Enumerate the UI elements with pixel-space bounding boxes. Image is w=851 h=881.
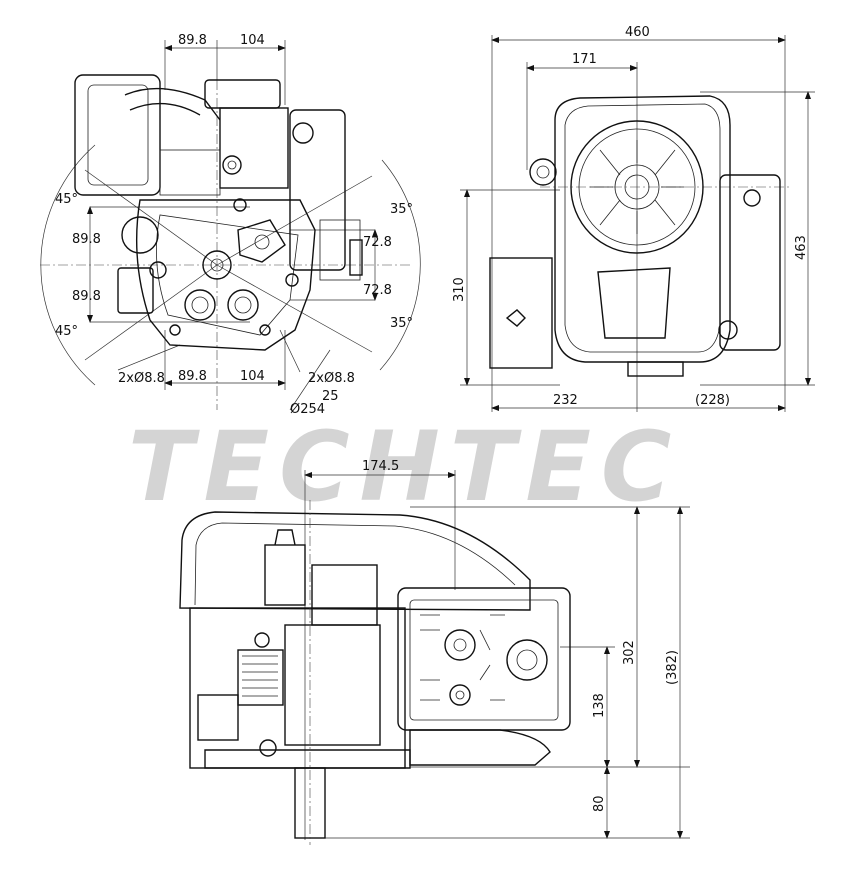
- front-bottom-dim-1: 89.8: [178, 369, 207, 384]
- side-total-height-dim: 302: [622, 640, 637, 665]
- top-width-dim: 460: [625, 25, 650, 40]
- front-bottom-dim-2: 104: [240, 369, 265, 384]
- front-left-angle-bottom: 45°: [55, 324, 78, 339]
- front-left-dim-2: 89.8: [72, 289, 101, 304]
- side-overall-height-dim: (382): [665, 650, 680, 685]
- top-offset-dim: 171: [572, 52, 597, 67]
- top-height-dim: 463: [794, 235, 809, 260]
- front-right-angle-bottom: 35°: [390, 316, 413, 331]
- side-view: 174.5 302 (382) 138 80: [179, 459, 690, 845]
- front-right-dim-2: 72.8: [363, 283, 392, 298]
- top-bottom-right-dim: (228): [695, 393, 730, 408]
- top-view: 460 171 463 310 232 (228): [452, 25, 815, 412]
- front-shaft-diameter: Ø254: [290, 402, 325, 417]
- front-view: 89.8 104 2xØ8.8 89.8 104 2xØ8.8 45° 45° …: [40, 33, 421, 417]
- front-left-dim-1: 89.8: [72, 232, 101, 247]
- front-top-dim-2: 104: [240, 33, 265, 48]
- top-bottom-left-dim: 232: [553, 393, 578, 408]
- side-pto-height-dim: 138: [592, 693, 607, 718]
- side-shaft-offset-dim: 174.5: [362, 459, 399, 474]
- front-shaft-offset: 25: [322, 389, 339, 404]
- side-shaft-length-dim: 80: [592, 795, 607, 812]
- front-bottom-hole-right: 2xØ8.8: [308, 371, 355, 386]
- front-right-dim-1: 72.8: [363, 235, 392, 250]
- front-top-dim-1: 89.8: [178, 33, 207, 48]
- watermark-text: TECHTEC: [128, 411, 681, 523]
- top-fuel-height-dim: 310: [452, 277, 467, 302]
- front-left-angle-top: 45°: [55, 192, 78, 207]
- front-bottom-hole-left: 2xØ8.8: [118, 371, 165, 386]
- front-right-angle-top: 35°: [390, 202, 413, 217]
